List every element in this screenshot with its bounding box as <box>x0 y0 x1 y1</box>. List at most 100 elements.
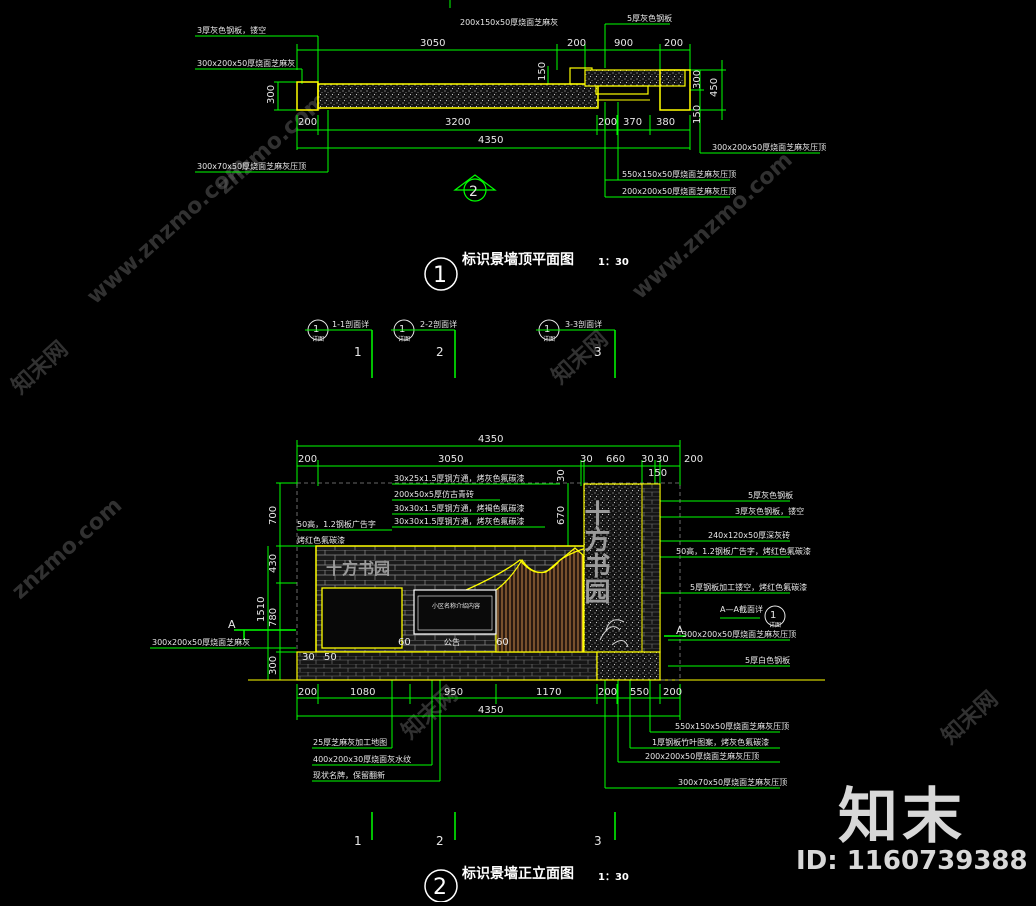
plan-dim: 900 <box>614 38 633 49</box>
wall-sign-text: 十方书园 <box>326 559 390 578</box>
plan-dim-lines <box>195 0 820 198</box>
elev-note: 300x70x50厚烧面芝麻灰压顶 <box>678 777 787 787</box>
plan-title: 标识景墙顶平面图 <box>461 251 574 268</box>
watermark-text: znzmo.com <box>7 493 127 604</box>
detail-label: 1-1剖面详 <box>332 319 369 329</box>
elev-note: 50高，1.2钢板广告字 <box>297 519 376 529</box>
elev-inner-dim: 60 <box>496 637 509 648</box>
elev-note: 30x30x1.5厚钢方通，烤褐色氟碳漆 <box>394 503 525 513</box>
plan-dim: 150 <box>537 62 548 81</box>
elev-dim: 670 <box>556 506 567 525</box>
detail-label: 2-2剖面详 <box>420 319 457 329</box>
detail-ref-3: 1 详图 3-3剖面详 3 <box>536 319 616 378</box>
elev-note: 25厚芝麻灰加工地图 <box>313 737 387 747</box>
plan-note: 550x150x50厚烧面芝麻灰压顶 <box>622 169 736 179</box>
detail-index: 1 <box>354 345 362 359</box>
plan-title-number: 1 <box>433 263 447 288</box>
plan-note: 5厚灰色钢板 <box>627 13 672 23</box>
plan-dim: 200 <box>567 38 586 49</box>
plan-dim: 150 <box>692 105 703 124</box>
watermark-text: 知末网 <box>547 326 613 389</box>
elev-dim: 30 <box>656 454 669 465</box>
elev-note: 5厚白色钢板 <box>745 655 790 665</box>
plan-wall-outline <box>296 67 691 111</box>
plan-view: 3050 200 900 200 200 3200 200 370 380 43… <box>195 0 826 291</box>
elev-note: 200x200x50厚烧面芝麻灰压顶 <box>645 751 759 761</box>
elev-dim-total: 4350 <box>478 705 503 716</box>
elev-dim: 30 <box>556 469 567 482</box>
elev-note: 30x30x1.5厚钢方通，烤灰色氟碳漆 <box>394 516 525 526</box>
plan-note: 200x200x50厚烧面芝麻灰压顶 <box>622 186 736 196</box>
elev-inner-dim: 60 <box>398 637 411 648</box>
plan-dim: 200 <box>664 38 683 49</box>
elevation-wall <box>296 483 661 681</box>
elev-dim: 150 <box>648 468 667 479</box>
elev-note: 300x200x50厚烧面芝麻灰压顶 <box>682 629 796 639</box>
plan-section-marker: 2 <box>453 174 497 202</box>
section-index: 2 <box>436 834 444 848</box>
elevation-scale: 1：30 <box>598 872 629 883</box>
brand-logo: 知末 <box>838 782 966 852</box>
elev-dim: 430 <box>268 554 279 573</box>
elev-dim: 200 <box>298 454 317 465</box>
detail-circle-sub: 详图 <box>398 335 410 343</box>
elev-dim: 700 <box>268 506 279 525</box>
plan-title-block: 1 标识景墙顶平面图 1：30 <box>424 251 629 291</box>
plan-dim: 450 <box>709 78 720 97</box>
elev-dim: 200 <box>298 687 317 698</box>
plan-section-number: 2 <box>469 184 478 200</box>
elev-dim: 200 <box>598 687 617 698</box>
detail-index: 2 <box>436 345 444 359</box>
elev-note: 200x50x5厚仿古青砖 <box>394 489 474 499</box>
elevation-title-number: 2 <box>433 875 447 900</box>
elev-dim: 200 <box>684 454 703 465</box>
plan-note: 200x150x50厚烧面芝麻灰 <box>460 17 558 27</box>
board-heading: 小区名称介绍内容 <box>432 602 480 610</box>
elev-dim: 1170 <box>536 687 561 698</box>
elevation-title-block: 2 标识景墙正立面图 1：30 <box>424 865 629 903</box>
elev-dim: 780 <box>268 608 279 627</box>
elev-dim: 660 <box>606 454 625 465</box>
detail-ref-1: 1 详图 1-1剖面详 1 <box>305 319 373 378</box>
section-index: 1 <box>354 834 362 848</box>
plan-dim: 300 <box>266 85 277 104</box>
section-mark-a: A <box>228 618 236 631</box>
plan-dim: 3050 <box>420 38 445 49</box>
elev-dim: 950 <box>444 687 463 698</box>
elev-dim: 30 <box>641 454 654 465</box>
elev-note: 300x200x50厚烧面芝麻灰 <box>152 637 250 647</box>
plan-dim: 3200 <box>445 117 470 128</box>
brand-id: ID: 1160739388 <box>796 846 1028 876</box>
board-label: 公告 <box>444 637 460 647</box>
section-mark-a: A <box>676 624 684 637</box>
elev-note: 1厚钢板竹叶图案，烤灰色氟碳漆 <box>652 737 769 747</box>
section-index: 3 <box>594 834 602 848</box>
elev-note: 50高，1.2钢板广告字，烤红色氟碳漆 <box>676 546 811 556</box>
watermark-text: 知末网 <box>937 686 1003 749</box>
plan-dim: 370 <box>623 117 642 128</box>
section-ref-sub: 详图 <box>769 621 781 629</box>
section-ref-number: 1 <box>770 610 776 621</box>
detail-label: 3-3剖面详 <box>565 319 602 329</box>
elev-dim: 200 <box>663 687 682 698</box>
elev-note: 400x200x30厚烧面灰水纹 <box>313 754 411 764</box>
elev-note: 550x150x50厚烧面芝麻灰压顶 <box>675 721 789 731</box>
elev-dim: 1080 <box>350 687 375 698</box>
elev-note: 现状名牌，保留翻新 <box>313 770 385 780</box>
elev-dim: 550 <box>630 687 649 698</box>
elev-note: 30x25x1.5厚钢方通，烤灰色氟碳漆 <box>394 473 525 483</box>
detail-circle-sub: 详图 <box>543 335 555 343</box>
detail-ref-2: 1 详图 2-2剖面详 2 <box>391 319 457 378</box>
detail-reference-row: 1 详图 1-1剖面详 1 1 详图 2-2剖面详 2 1 详图 3-3剖面详 … <box>305 319 616 378</box>
plan-dim: 300 <box>692 70 703 89</box>
plan-scale: 1：30 <box>598 257 629 268</box>
elev-note: 3厚灰色钢板，镂空 <box>735 506 804 516</box>
elev-inner-dim: 30 <box>302 652 315 663</box>
elev-note: 5厚灰色钢板 <box>748 490 793 500</box>
section-ref-label: A—A截面详 <box>720 604 763 614</box>
detail-index: 3 <box>594 345 602 359</box>
elev-dim: 300 <box>268 656 279 675</box>
elev-note: 5厚钢板加工镂空，烤红色氟碳漆 <box>690 582 807 592</box>
